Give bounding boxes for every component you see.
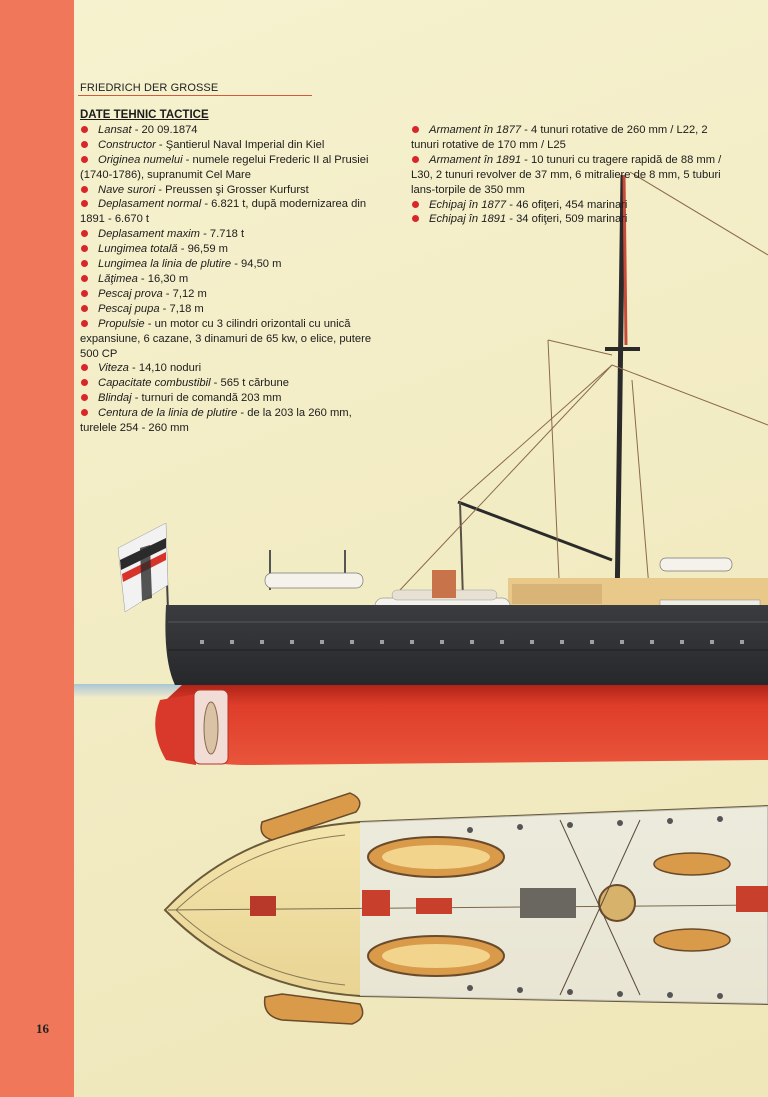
spec-item: Deplasament maxim - 7.718 t xyxy=(80,227,390,242)
bullet-icon xyxy=(81,289,88,297)
spec-item: Deplasament normal - 6.821 t, după moder… xyxy=(80,197,390,227)
running-header: FRIEDRICH DER GROSSE xyxy=(80,82,219,94)
spec-label: Propulsie xyxy=(98,317,145,330)
spec-item: Armament în 1877 - 4 tunuri rotative de … xyxy=(411,123,729,153)
bullet-icon xyxy=(81,409,88,417)
spec-value: - 94,50 m xyxy=(231,258,282,271)
spec-value: - 96,59 m xyxy=(177,243,228,256)
spec-value: - 565 t cărbune xyxy=(210,377,289,390)
spec-value: - 4 tunuri rotative de 260 mm / L22, 2 t… xyxy=(411,124,708,151)
specs-list-right: Armament în 1877 - 4 tunuri rotative de … xyxy=(411,123,729,227)
bullet-icon xyxy=(412,126,419,133)
bullet-icon xyxy=(412,215,419,223)
bullet-icon xyxy=(81,304,88,312)
spec-item: Constructor - Şantierul Naval Imperial d… xyxy=(80,138,390,153)
bullet-icon xyxy=(81,125,88,133)
bullet-icon xyxy=(81,394,88,402)
accent-strip xyxy=(0,0,74,1097)
spec-value: - 7,12 m xyxy=(162,287,207,300)
spec-item: Blindaj - turnuri de comandă 203 mm xyxy=(80,391,390,406)
spec-item: Originea numelui - numele regelui Freder… xyxy=(80,153,390,183)
spec-label: Deplasament normal xyxy=(98,198,202,211)
spec-value: - un motor cu 3 cilindri orizontali cu u… xyxy=(80,317,372,360)
specs-column-right: Armament în 1877 - 4 tunuri rotative de … xyxy=(411,123,729,227)
spec-item: Echipaj în 1877 - 46 ofiţeri, 454 marina… xyxy=(411,198,729,213)
spec-label: Viteza xyxy=(98,362,129,375)
spec-label: Pescaj pupa xyxy=(98,302,160,315)
spec-value: - turnuri de comandă 203 mm xyxy=(131,392,282,405)
spec-item: Pescaj pupa - 7,18 m xyxy=(80,302,390,317)
spec-item: Nave surori - Preussen şi Grosser Kurfur… xyxy=(80,183,390,198)
spec-value: - 7.718 t xyxy=(199,228,245,241)
spec-value: - 14,10 noduri xyxy=(128,362,202,375)
spec-value: - Şantierul Naval Imperial din Kiel xyxy=(155,138,325,151)
spec-value: - 7,18 m xyxy=(159,302,204,315)
spec-item: Pescaj prova - 7,12 m xyxy=(80,287,390,302)
spec-label: Lungimea totală xyxy=(98,243,178,256)
spec-label: Capacitate combustibil xyxy=(98,377,211,390)
spec-label: Armament în 1891 xyxy=(429,153,522,166)
bullet-icon xyxy=(81,364,88,372)
bullet-icon xyxy=(412,155,419,163)
spec-value: - 46 ofiţeri, 454 marinari xyxy=(506,198,628,211)
bullet-icon xyxy=(81,230,88,238)
spec-label: Lansat xyxy=(98,123,132,136)
spec-label: Constructor xyxy=(98,138,156,151)
spec-item: Lăţimea - 16,30 m xyxy=(80,272,390,287)
spec-label: Pescaj prova xyxy=(98,287,163,300)
spec-item: Armament în 1891 - 10 tunuri cu tragere … xyxy=(411,153,729,198)
bullet-icon xyxy=(81,245,88,253)
spec-item: Lungimea la linia de plutire - 94,50 m xyxy=(80,257,390,272)
spec-label: Centura de la linia de plutire xyxy=(98,407,238,420)
header-rule xyxy=(78,95,312,96)
section-title: DATE TEHNIC TACTICE xyxy=(80,109,209,121)
bullet-icon xyxy=(81,319,88,327)
spec-item: Echipaj în 1891 - 34 ofiţeri, 509 marina… xyxy=(411,212,729,227)
page-number: 16 xyxy=(36,1021,49,1036)
spec-label: Blindaj xyxy=(98,392,132,405)
bullet-icon xyxy=(412,200,419,208)
ship-side-profile xyxy=(117,171,768,765)
spec-label: Originea numelui xyxy=(98,153,183,166)
spec-label: Nave surori xyxy=(98,183,156,196)
ship-top-view xyxy=(163,792,768,1025)
spec-value: - numele regelui Frederic II al Prusiei … xyxy=(80,153,369,181)
spec-item: Capacitate combustibil - 565 t cărbune xyxy=(80,376,390,391)
spec-value: - 34 ofiţeri, 509 marinari xyxy=(506,213,628,226)
bullet-icon xyxy=(81,274,88,282)
spec-item: Propulsie - un motor cu 3 cilindri orizo… xyxy=(80,317,390,362)
spec-value: - 16,30 m xyxy=(137,272,189,285)
bullet-icon xyxy=(81,260,88,268)
spec-label: Lungimea la linia de plutire xyxy=(98,258,232,271)
spec-value: - 10 tunuri cu tragere rapidă de 88 mm /… xyxy=(411,153,722,196)
spec-label: Deplasament maxim xyxy=(98,228,200,241)
spec-item: Viteza - 14,10 noduri xyxy=(80,361,390,376)
spec-label: Echipaj în 1877 xyxy=(429,198,507,211)
spec-value: - de la 203 la 260 mm, turelele 254 - 26… xyxy=(80,407,352,435)
spec-item: Lansat - 20 09.1874 xyxy=(80,123,390,138)
bullet-icon xyxy=(81,155,88,163)
spec-item: Lungimea totală - 96,59 m xyxy=(80,242,390,257)
bullet-icon xyxy=(81,140,88,148)
spec-label: Lăţimea xyxy=(98,272,138,285)
spec-value: - Preussen şi Grosser Kurfurst xyxy=(155,183,309,196)
spec-label: Echipaj în 1891 xyxy=(429,213,507,226)
spec-value: - 20 09.1874 xyxy=(131,123,198,136)
bullet-icon xyxy=(81,379,88,387)
spec-label: Armament în 1877 xyxy=(429,124,522,136)
bullet-icon xyxy=(81,185,88,193)
bullet-icon xyxy=(81,200,88,208)
spec-value: - 6.821 t, după modernizarea din 1891 - … xyxy=(80,198,367,226)
spec-item: Centura de la linia de plutire - de la 2… xyxy=(80,406,390,436)
